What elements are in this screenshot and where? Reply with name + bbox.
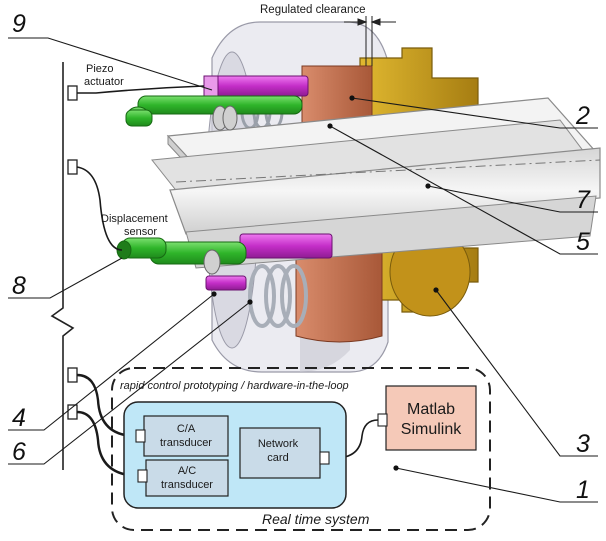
leader-3 bbox=[435, 289, 598, 457]
callout-2: 2 bbox=[575, 102, 590, 130]
callout-9: 9 bbox=[12, 10, 26, 38]
piezo-label-line1: Piezo bbox=[86, 63, 114, 75]
leader-4 bbox=[8, 293, 215, 431]
callout-3: 3 bbox=[576, 430, 590, 458]
bus-connectors bbox=[67, 85, 78, 420]
ca-transducer-box bbox=[143, 415, 229, 457]
leader-5 bbox=[329, 125, 598, 255]
sensor-label-line2: sensor bbox=[124, 226, 157, 238]
cable-matlab bbox=[334, 419, 379, 459]
piezo-actuator-lower bbox=[205, 233, 333, 291]
connector-sensor bbox=[67, 159, 78, 175]
cables bbox=[76, 85, 379, 478]
ac-label-line1: A/C bbox=[178, 465, 196, 477]
leader-9 bbox=[8, 37, 213, 91]
sensor-label-line1: Displacement bbox=[101, 213, 168, 225]
rcp-label: rapid control prototyping / hardware-in-… bbox=[120, 380, 349, 392]
piezo-label-line2: actuator bbox=[84, 76, 124, 88]
cable-sensor bbox=[76, 166, 123, 251]
connector-piezo bbox=[67, 85, 78, 101]
ac-port bbox=[137, 469, 148, 483]
leader-dots bbox=[211, 95, 439, 471]
network-card-box bbox=[239, 427, 321, 479]
matlab-port bbox=[377, 413, 388, 427]
leader-8 bbox=[8, 257, 123, 299]
ca-label-line1: C/A bbox=[177, 423, 196, 435]
realtime-label: Real time system bbox=[262, 511, 370, 527]
ac-label-line2: transducer bbox=[161, 479, 213, 491]
cable-ca bbox=[76, 373, 137, 438]
callout-4: 4 bbox=[12, 404, 26, 432]
leader-7 bbox=[427, 185, 598, 213]
network-label-line1: Network bbox=[258, 438, 299, 450]
callout-5: 5 bbox=[576, 228, 590, 256]
callout-1: 1 bbox=[576, 476, 590, 504]
spring-lower bbox=[248, 264, 308, 328]
leader-lines bbox=[8, 37, 598, 503]
matlab-box bbox=[385, 385, 477, 451]
callout-8: 8 bbox=[12, 272, 26, 300]
network-port bbox=[319, 451, 330, 465]
network-label-line2: card bbox=[267, 452, 288, 464]
clearance-dimension bbox=[344, 16, 396, 66]
callout-7: 7 bbox=[576, 186, 591, 214]
connector-ca bbox=[67, 367, 78, 383]
cable-piezo bbox=[77, 85, 205, 94]
callout-6: 6 bbox=[12, 438, 26, 466]
cable-ac bbox=[76, 410, 141, 478]
rcp-frame bbox=[111, 367, 491, 531]
ca-port bbox=[135, 429, 146, 443]
leader-6 bbox=[8, 301, 251, 465]
matlab-label-line2: Simulink bbox=[401, 421, 462, 438]
piezo-actuator-upper bbox=[203, 75, 309, 97]
collar bbox=[295, 65, 383, 343]
leader-1 bbox=[395, 467, 598, 503]
ca-label-line2: transducer bbox=[160, 437, 212, 449]
signal-bus bbox=[50, 62, 75, 470]
matlab-label-line1: Matlab bbox=[407, 401, 455, 418]
leader-2 bbox=[351, 97, 598, 129]
displacement-sensor-lower bbox=[116, 237, 247, 275]
regulated-clearance-label: Regulated clearance bbox=[260, 4, 366, 16]
displacement-sensor-upper bbox=[125, 95, 303, 131]
